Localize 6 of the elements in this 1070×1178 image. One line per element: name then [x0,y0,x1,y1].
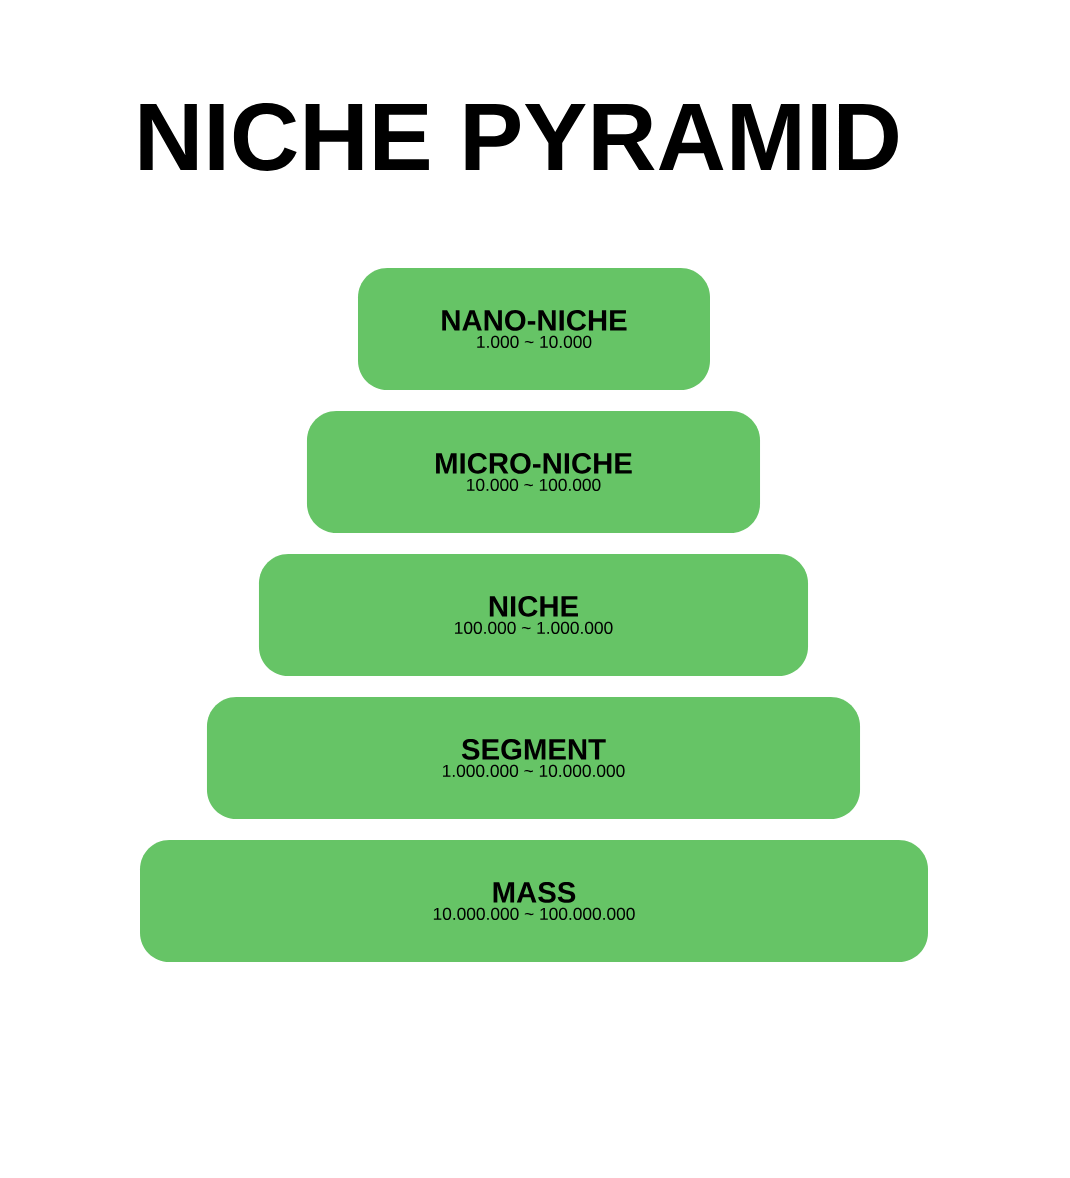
tier-box: MICRO-NICHE 10.000 ~ 100.000 [306,411,761,533]
tier-box: SEGMENT 1.000.000 ~ 10.000.000 [206,697,861,819]
tier-box: NANO-NICHE 1.000 ~ 10.000 [358,268,710,390]
title: NICHE PYRAMID [140,103,898,171]
tier-box: NICHE 100.000 ~ 1.000.000 [258,554,809,676]
tier-box: MASS 10.000.000 ~ 100.000.000 [140,840,928,962]
